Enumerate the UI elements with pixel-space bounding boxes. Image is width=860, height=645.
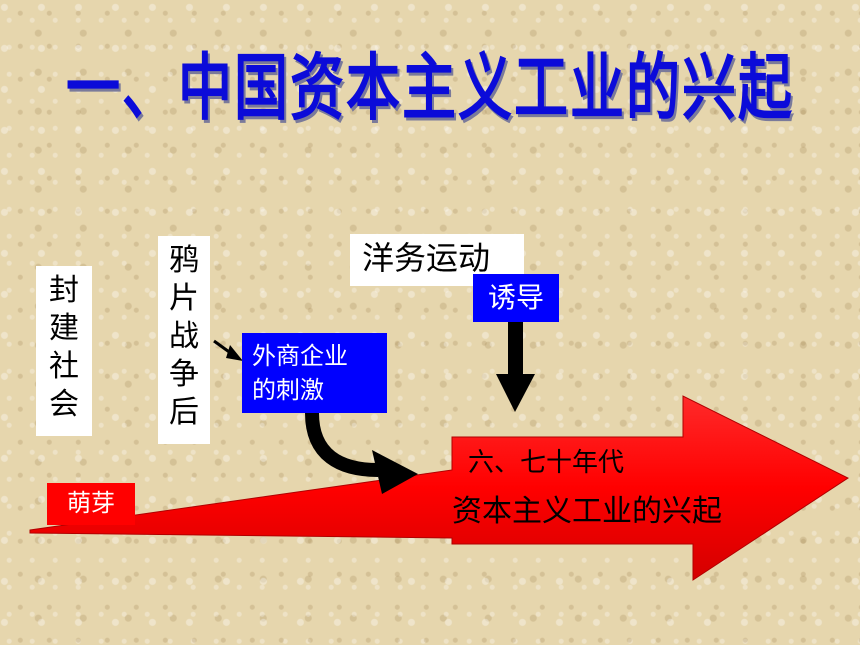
foreign-enterprise-line2: 的刺激: [252, 376, 324, 404]
char: 后: [169, 395, 199, 430]
char: 封: [49, 273, 79, 308]
foreign-enterprise-box: 外商企业 的刺激: [242, 333, 387, 413]
westernization-movement-box: 洋务运动: [350, 234, 524, 286]
feudal-society-box: 封 建 社 会: [36, 266, 92, 436]
curved-arrow-head: [372, 450, 418, 494]
char: 会: [49, 387, 79, 422]
rise-label: 资本主义工业的兴起: [452, 494, 722, 529]
slide-title: 一、中国资本主义工业的兴起: [66, 45, 794, 131]
development-arrow: [29, 395, 850, 581]
char: 鸦: [169, 243, 199, 278]
sprout-box: 萌芽: [47, 483, 135, 525]
after-opium-war-box: 鸦 片 战 争 后: [158, 236, 210, 444]
down-arrow-shaft: [508, 322, 523, 376]
era-label: 六、七十年代: [468, 448, 625, 478]
small-arrow-head: [226, 345, 243, 361]
down-arrow-head: [496, 374, 535, 412]
curved-arrow-shaft: [305, 412, 379, 477]
char: 战: [169, 319, 199, 354]
char: 争: [169, 357, 199, 392]
char: 片: [169, 281, 199, 316]
induce-box: 诱导: [473, 274, 559, 322]
char: 建: [49, 311, 79, 346]
foreign-enterprise-line1: 外商企业: [252, 342, 348, 370]
char: 社: [49, 349, 79, 384]
